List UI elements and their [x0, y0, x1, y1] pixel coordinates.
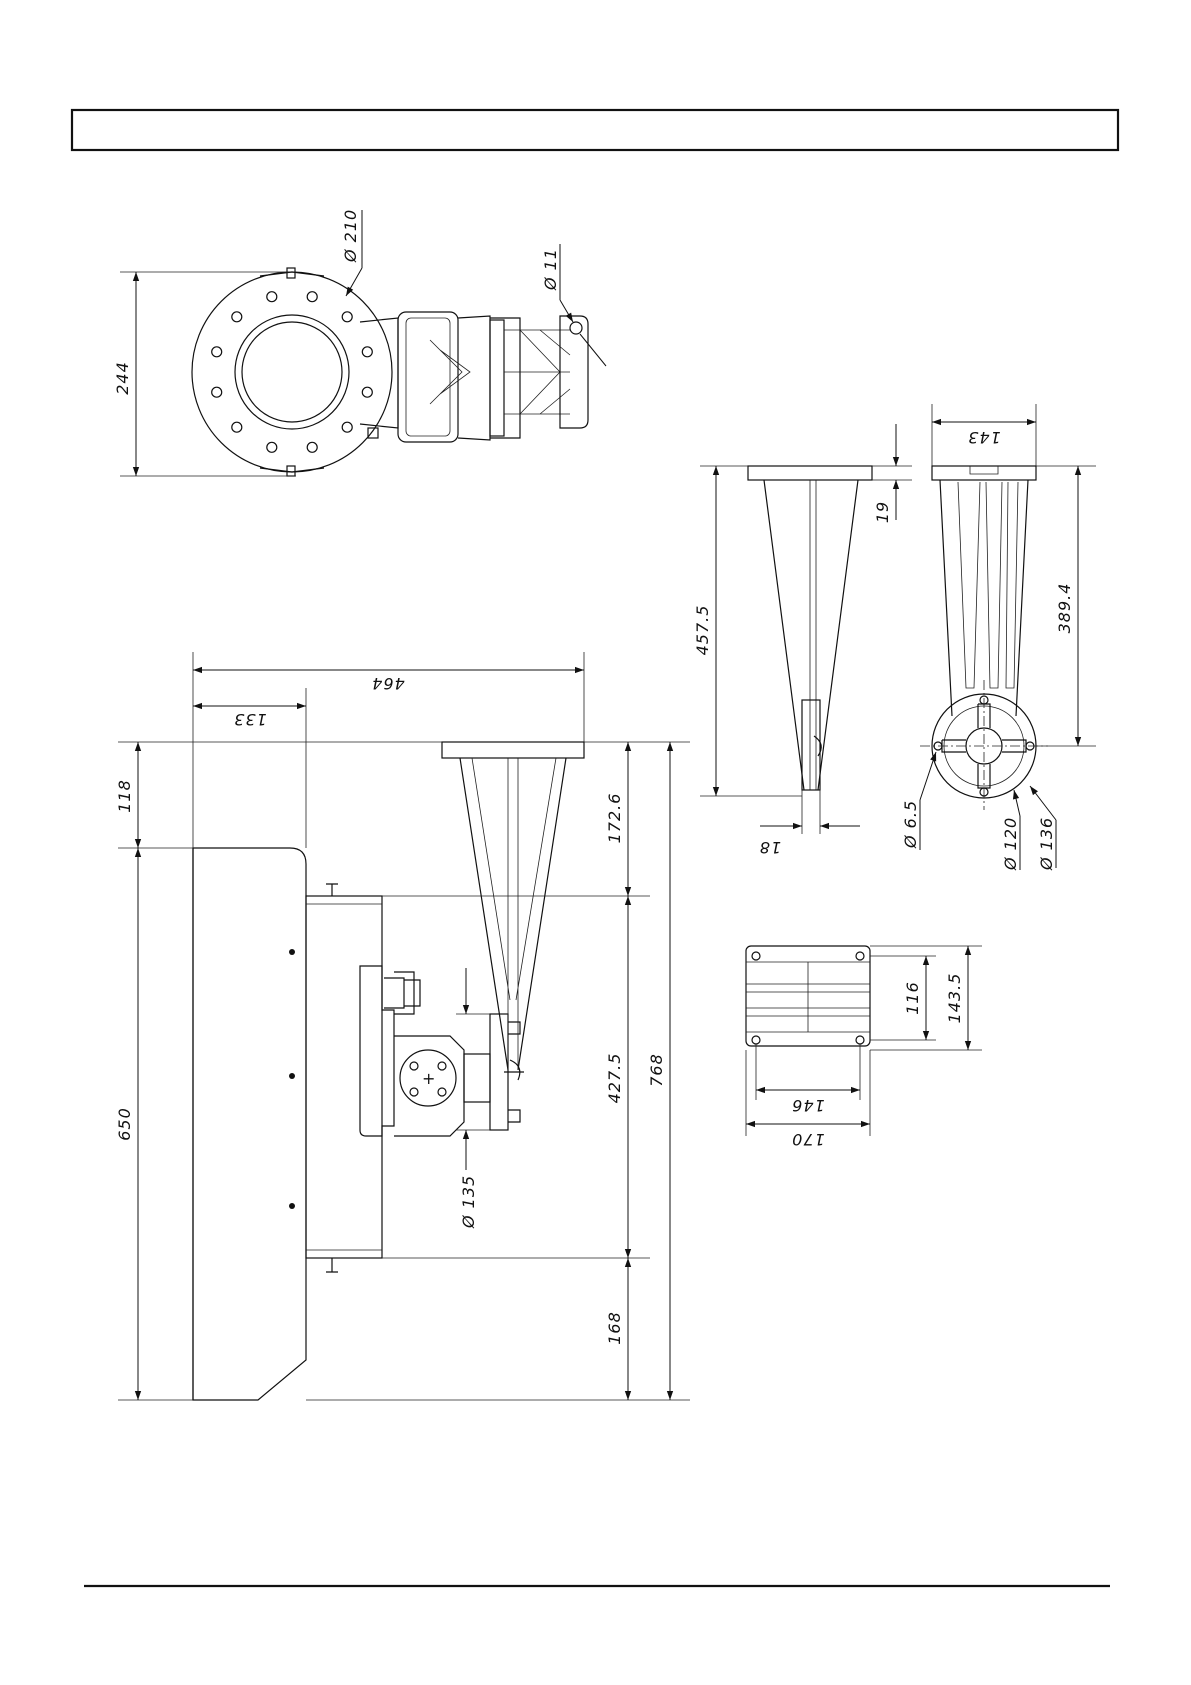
side-housing-dot-1 — [289, 949, 295, 955]
plate-hole-bl — [752, 1036, 760, 1044]
plate-view: 116 143.5 146 170 — [746, 946, 982, 1149]
side-housing — [193, 848, 306, 1400]
side-motor-bolt-4 — [438, 1088, 446, 1096]
top-view: 244 Ø 210 Ø 11 — [113, 209, 606, 476]
plate-hole-br — [856, 1036, 864, 1044]
bs-arm-inner — [810, 480, 816, 790]
dim-168-label: 168 — [605, 1311, 624, 1345]
header-frame — [72, 110, 1118, 150]
dim-135-label: Ø 135 — [459, 1175, 478, 1229]
flange-bolt-hole — [307, 442, 317, 452]
side-mount-plate — [442, 742, 584, 758]
side-shaft — [464, 1054, 490, 1102]
dim-11-arrow — [560, 300, 573, 322]
plate-ribs — [746, 962, 870, 1032]
flange-bolt-hole — [342, 312, 352, 322]
side-housing-dot-3 — [289, 1203, 295, 1209]
top-mount-hole — [570, 322, 582, 334]
dim-464-label: 464 — [371, 674, 405, 693]
dim-136-arrow — [1030, 786, 1056, 820]
bs-arm-outer — [764, 480, 858, 790]
flange-bolt-hole — [307, 292, 317, 302]
side-view: + 464 133 118 650 172.6 427.5 168 — [115, 652, 690, 1400]
dim-6-5-label: Ø 6.5 — [901, 800, 920, 849]
dim-210-label: Ø 210 — [341, 209, 360, 263]
top-gearbox — [398, 312, 458, 442]
flange-bolt-hole — [362, 347, 372, 357]
top-arm-outline — [458, 316, 520, 440]
dim-11-label: Ø 11 — [541, 248, 560, 291]
side-motor-bolt-3 — [410, 1088, 418, 1096]
bs-bottom-tab — [802, 700, 820, 790]
side-motor-bolt-1 — [410, 1062, 418, 1070]
dim-389-label: 389.4 — [1055, 583, 1074, 634]
dim-170-label: 170 — [791, 1130, 825, 1149]
dim-650-label: 650 — [115, 1107, 134, 1141]
side-cylinder — [306, 896, 382, 1258]
side-motor-center-mark: + — [422, 1069, 436, 1088]
side-housing-dot-2 — [289, 1073, 295, 1079]
flange-bolt-hole — [362, 387, 372, 397]
top-flange-bore — [242, 322, 342, 422]
dim-133-label: 133 — [233, 710, 267, 729]
side-cylinder-screws — [326, 884, 338, 1272]
dim-143-label: 143 — [967, 428, 1001, 447]
bf-top-plate — [932, 466, 1036, 480]
flange-bolt-hole — [212, 387, 222, 397]
bracket-side-view: 457.5 19 18 — [693, 424, 912, 857]
bf-ribs — [958, 482, 1018, 688]
dim-120-label: Ø 120 — [1001, 817, 1020, 871]
dim-244-label: 244 — [113, 361, 132, 395]
dim-11-tail — [580, 334, 606, 366]
dim-118-label: 118 — [115, 779, 134, 813]
flange-bolt-hole — [267, 442, 277, 452]
top-collar — [368, 428, 378, 438]
flange-bolt-hole — [232, 422, 242, 432]
dim-210-arrow — [346, 268, 362, 296]
side-cable-gland — [384, 972, 420, 1014]
dim-146-label: 146 — [791, 1096, 825, 1115]
dim-6-5-arrow — [920, 752, 936, 800]
side-motor-bolt-2 — [438, 1062, 446, 1070]
bs-top-plate — [748, 466, 872, 480]
dim-427-label: 427.5 — [605, 1053, 624, 1104]
side-gearbox — [360, 966, 394, 1136]
flange-bolt-hole — [232, 312, 242, 322]
flange-bolt-hole — [212, 347, 222, 357]
plate-hole-tr — [856, 952, 864, 960]
top-flange-lip — [260, 272, 324, 472]
dim-457-label: 457.5 — [693, 605, 712, 656]
top-flange-outer — [192, 272, 392, 472]
dim-143-5-label: 143.5 — [945, 973, 964, 1024]
flange-bolt-hole — [267, 292, 277, 302]
top-bracket-plate — [490, 320, 504, 436]
bf-top-notch — [970, 466, 998, 474]
dim-120-arrow — [1014, 790, 1020, 816]
bracket-front-view: 143 389.4 Ø 6.5 Ø 120 Ø 136 — [901, 404, 1096, 871]
dim-172-label: 172.6 — [605, 793, 624, 844]
flange-bolt-hole — [342, 422, 352, 432]
dim-19-label: 19 — [873, 501, 892, 523]
dim-116-label: 116 — [903, 981, 922, 1015]
top-gearbox-inner — [406, 318, 450, 436]
dim-768-label: 768 — [647, 1053, 666, 1087]
side-bracket-outer — [460, 758, 566, 1070]
dim-18-label: 18 — [759, 838, 781, 857]
top-flange-ring — [235, 315, 349, 429]
top-flange-bolts — [212, 292, 373, 453]
plate-hole-tl — [752, 952, 760, 960]
dim-136-label: Ø 136 — [1037, 817, 1056, 871]
